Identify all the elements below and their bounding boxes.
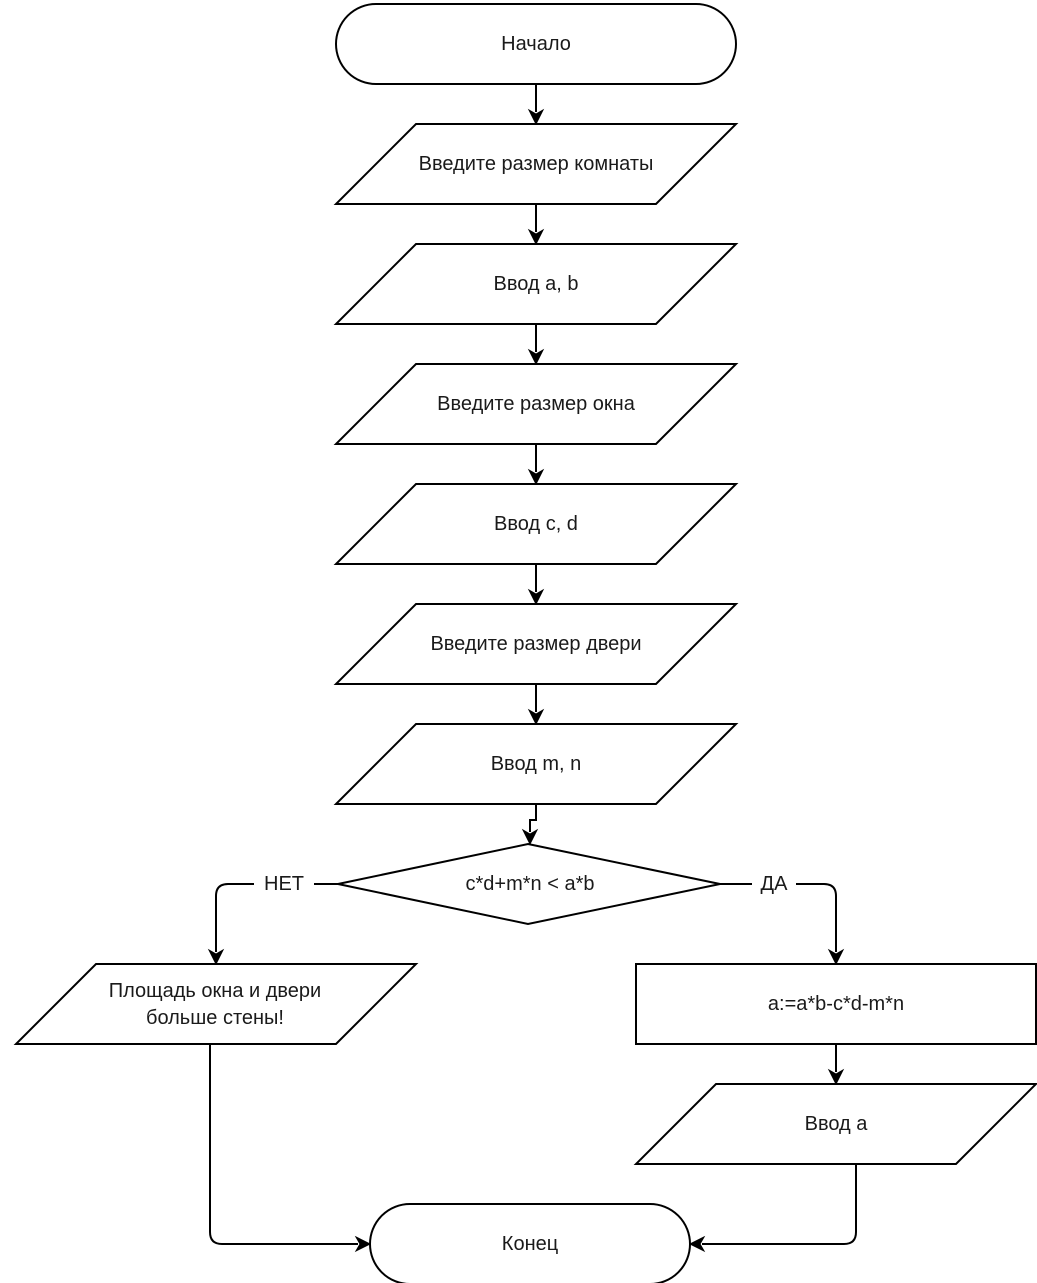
io-shape [13,963,419,1045]
node-input-ab[interactable]: Ввод a, b [333,243,739,325]
node-label-line1: Площадь окна и двери [109,980,321,1002]
node-prompt-window[interactable]: Введите размер окна [333,363,739,445]
arrowhead [527,348,545,366]
decision-shape [337,842,721,926]
terminator-shape [335,3,737,85]
arrowhead [827,1068,845,1086]
node-output-a[interactable]: Ввод a [633,1083,1037,1165]
arrowhead [527,708,545,726]
arrowhead [527,468,545,486]
edge-input-mn-to-condition [529,804,537,832]
node-input-cd[interactable]: Ввод c, d [333,483,739,565]
node-end[interactable]: Конец [369,1203,691,1283]
io-shape [333,363,739,445]
arrowhead [827,948,845,966]
arrowhead [688,1235,706,1253]
node-label: Ввод m, n [491,753,582,775]
edge-label-bg [254,872,314,896]
arrowhead [527,588,545,606]
edge-label-yes: ДА [761,873,789,895]
edge-error-to-end [209,1044,358,1245]
node-label: Введите размер двери [430,633,641,655]
node-condition[interactable]: c*d+m*n < a*b [337,842,721,926]
io-shape [633,1083,1037,1165]
process-shape [635,963,1037,1045]
node-start[interactable]: Начало [335,3,737,85]
node-label: Введите размер окна [437,393,636,415]
arrowhead [354,1235,372,1253]
io-shape [333,603,739,685]
node-label: Ввод c, d [494,513,578,535]
node-error-msg[interactable]: Площадь окна и двери больше стены! [13,963,419,1045]
arrowhead [207,948,225,966]
node-prompt-door[interactable]: Введите размер двери [333,603,739,685]
arrowhead [527,228,545,246]
io-shape [333,723,739,805]
node-label: c*d+m*n < a*b [466,873,595,895]
node-label: Ввод a [805,1113,869,1135]
node-prompt-room[interactable]: Введите размер комнаты [333,123,739,205]
node-label: Введите размер комнаты [419,153,654,175]
edge-condition-to-compute-yes [720,883,837,952]
terminator-shape [369,1203,691,1283]
node-label-line2: больше стены! [146,1007,284,1029]
node-compute[interactable]: a:=a*b-c*d-m*n [635,963,1037,1045]
arrowhead [521,828,539,846]
io-shape [333,483,739,565]
io-shape [333,123,739,205]
node-label: Конец [502,1233,558,1255]
node-label: Начало [501,33,571,55]
edge-condition-to-error-no [215,883,338,952]
node-label: Ввод a, b [493,273,578,295]
arrowhead [527,108,545,126]
io-shape [333,243,739,325]
edges: НЕТ ДА [207,84,857,1253]
edge-label-bg [752,872,796,896]
node-input-mn[interactable]: Ввод m, n [333,723,739,805]
edge-output-a-to-end [702,1164,857,1245]
node-label: a:=a*b-c*d-m*n [768,993,904,1015]
edge-label-no: НЕТ [264,873,304,895]
